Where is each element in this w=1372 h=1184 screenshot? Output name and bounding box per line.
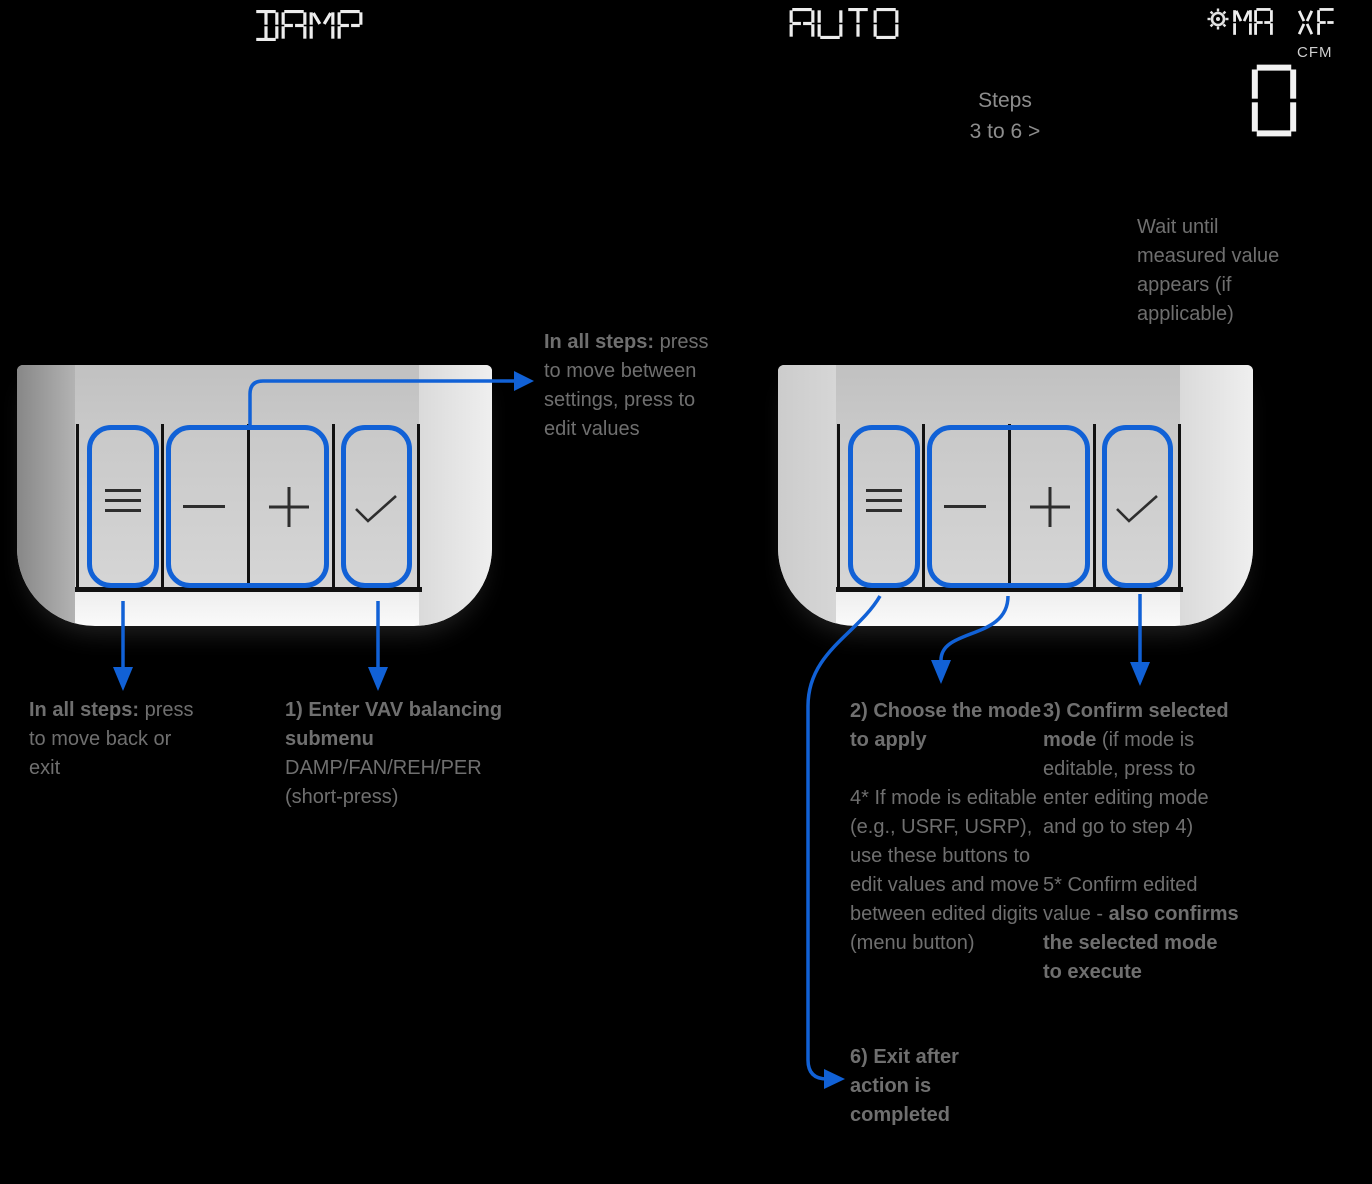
arrowhead bbox=[368, 667, 388, 691]
back-exit-body: press to move back or exit bbox=[29, 699, 194, 779]
plus-icon bbox=[1030, 487, 1070, 527]
step6-title: 6) Exit after action is completed bbox=[850, 1046, 959, 1126]
highlight-confirm-button bbox=[341, 425, 412, 588]
button-divider bbox=[922, 424, 925, 592]
step1-body: DAMP/FAN/REH/PER (short-press) bbox=[285, 757, 482, 808]
between-settings-body: press to move between settings, press to… bbox=[544, 331, 709, 440]
button-divider bbox=[837, 424, 840, 592]
between-settings-title: In all steps: bbox=[544, 331, 655, 353]
device-left-edge bbox=[17, 365, 75, 626]
button-divider bbox=[1178, 424, 1181, 592]
highlight-minus-plus-buttons bbox=[166, 425, 329, 588]
check-icon bbox=[355, 495, 397, 523]
segment-display-value bbox=[1251, 64, 1297, 137]
highlight-minus-plus-buttons bbox=[927, 425, 1090, 588]
steps-range-note: Steps 3 to 6 > bbox=[945, 85, 1065, 147]
button-row-baseline bbox=[836, 587, 1183, 592]
device-left bbox=[17, 365, 492, 626]
step2-title: 2) Choose the mode to apply bbox=[850, 700, 1042, 751]
device-right-edge bbox=[419, 365, 492, 626]
plus-icon bbox=[269, 487, 309, 527]
steps-range-line2: 3 to 6 > bbox=[969, 120, 1041, 143]
step1-title: 1) Enter VAV balancing submenu bbox=[285, 699, 503, 750]
highlight-confirm-button bbox=[1102, 425, 1173, 588]
menu-icon bbox=[105, 485, 141, 515]
device-right-edge bbox=[1180, 365, 1253, 626]
segment-display-maxf bbox=[1233, 8, 1334, 35]
device-right bbox=[778, 365, 1253, 626]
menu-icon bbox=[866, 485, 902, 515]
step3-5-note: 3) Confirm selected mode (if mode is edi… bbox=[1043, 697, 1239, 987]
button-divider bbox=[1093, 424, 1096, 592]
button-divider bbox=[161, 424, 164, 592]
step5-body-regular: 5* Confirm edited value - bbox=[1043, 874, 1198, 925]
step4-body: 4* If mode is editable (e.g., USRF, USRP… bbox=[850, 787, 1040, 954]
segment-display-auto bbox=[789, 8, 899, 39]
step6-note: 6) Exit after action is completed bbox=[850, 1043, 1010, 1130]
step2-4-note: 2) Choose the mode to apply 4* If mode i… bbox=[850, 697, 1055, 958]
arrowhead bbox=[514, 371, 534, 391]
button-row-baseline bbox=[75, 587, 422, 592]
button-divider bbox=[247, 424, 250, 592]
check-icon bbox=[1116, 495, 1158, 523]
highlight-menu-button bbox=[87, 425, 159, 588]
minus-icon bbox=[944, 505, 986, 508]
unit-label: CFM bbox=[1297, 44, 1333, 61]
step3-title: 3) Confirm selected mode bbox=[1043, 700, 1229, 751]
between-settings-note: In all steps: press to move between sett… bbox=[544, 328, 730, 444]
back-exit-note: In all steps: press to move back or exit bbox=[29, 696, 194, 783]
back-exit-title: In all steps: bbox=[29, 699, 140, 721]
arrowhead bbox=[113, 667, 133, 691]
wait-note: Wait until measured value appears (if ap… bbox=[1137, 213, 1312, 329]
wait-note-text: Wait until measured value appears (if ap… bbox=[1137, 216, 1280, 325]
arrowhead bbox=[931, 660, 951, 684]
arrowhead bbox=[1130, 662, 1150, 686]
button-divider bbox=[332, 424, 335, 592]
device-left-edge bbox=[778, 365, 836, 626]
steps-range-line1: Steps bbox=[978, 89, 1032, 112]
button-divider bbox=[76, 424, 79, 592]
step5-body-bold: also confirms the selected mode to execu… bbox=[1043, 903, 1239, 983]
button-divider bbox=[1008, 424, 1011, 592]
button-divider bbox=[417, 424, 420, 592]
minus-icon bbox=[183, 505, 225, 508]
highlight-menu-button bbox=[848, 425, 920, 588]
segment-display-damp bbox=[256, 10, 363, 41]
arrowhead bbox=[824, 1069, 845, 1089]
step3-body: (if mode is editable, press to enter edi… bbox=[1043, 729, 1209, 838]
step1-note: 1) Enter VAV balancing submenu DAMP/FAN/… bbox=[285, 696, 525, 812]
gear-icon bbox=[1207, 8, 1229, 30]
